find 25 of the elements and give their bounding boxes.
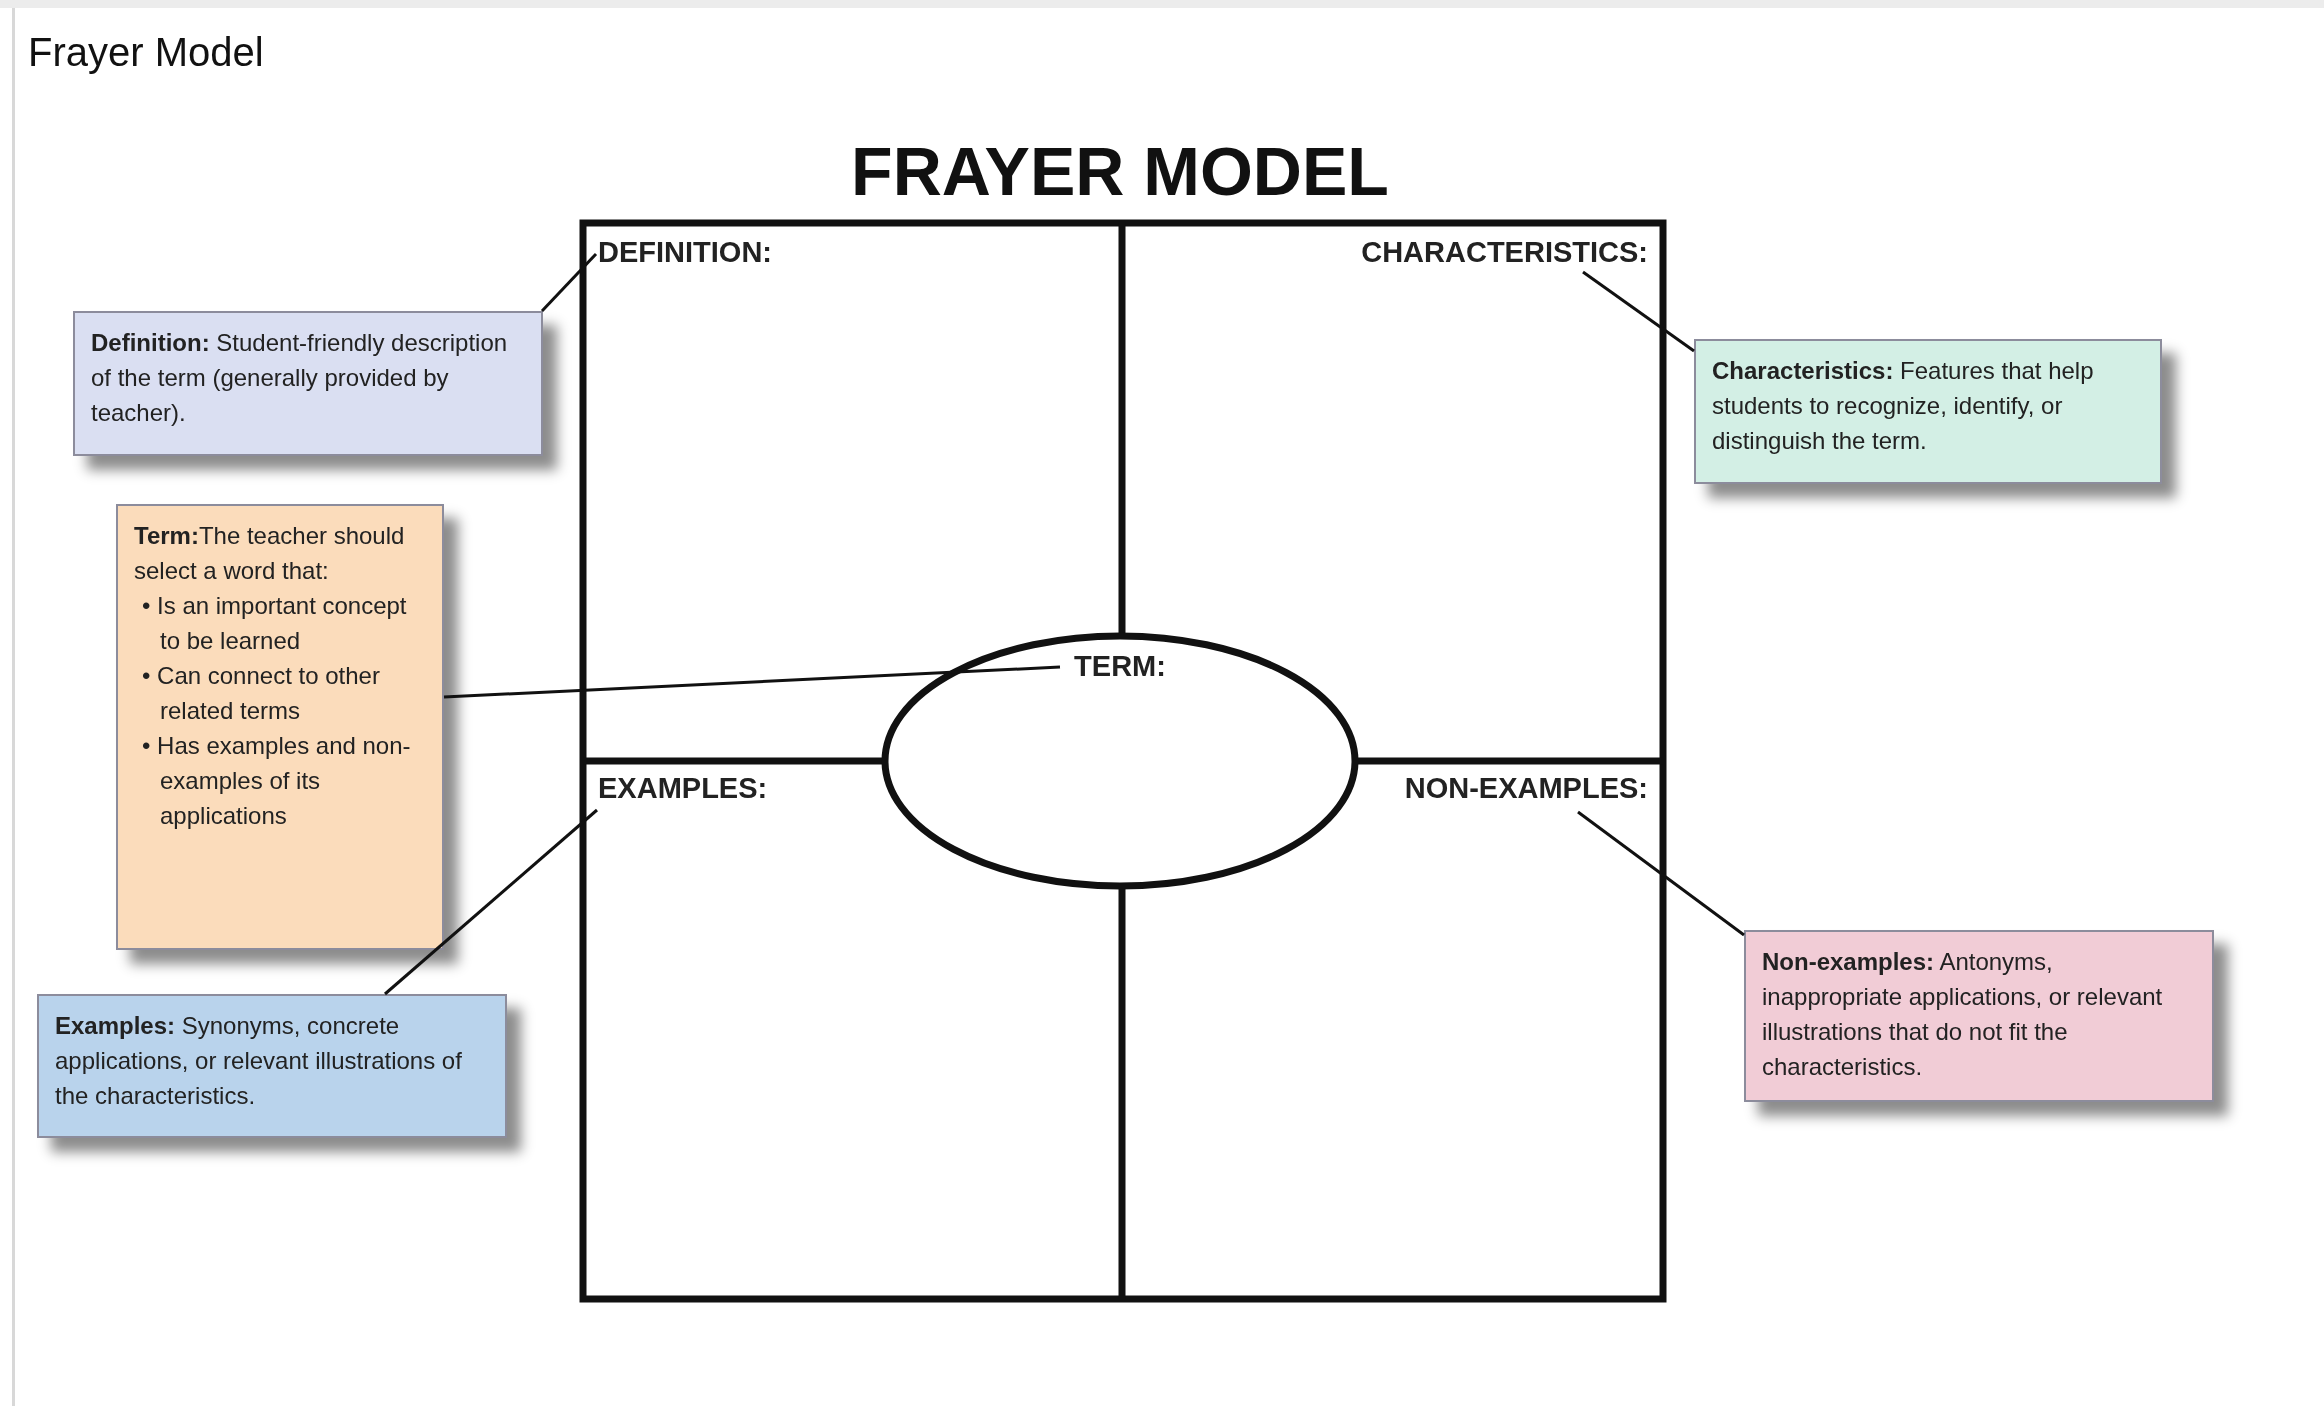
quadrant-label: EXAMPLES:	[598, 772, 798, 808]
bullet-item: • Is an important concept to be learned	[141, 591, 408, 656]
term-ellipse	[881, 632, 1359, 890]
leader-line	[540, 252, 598, 313]
callout-text: Term:The teacher should select a word that:	[134, 521, 406, 586]
characteristics-callout	[1694, 339, 2162, 484]
bullet-item: • Has examples and non-examples of its applications	[141, 731, 412, 831]
page-heading: Frayer Model	[28, 30, 264, 75]
quadrant-label: NON-EXAMPLES:	[1368, 772, 1648, 808]
examples-callout	[37, 994, 507, 1138]
callout-text: Definition: Student-friendly description of the term (generally provided by teacher).	[91, 328, 509, 428]
quadrant-label: CHARACTERISTICS:	[1318, 236, 1648, 272]
callout-text: Examples: Synonyms, concrete applications, or relevant illustrations of the characteristics.	[55, 1011, 463, 1111]
callout-text: Characteristics: Features that help students to recognize, identify, or distinguish the term.	[1712, 356, 2095, 456]
non-examples-callout	[1744, 930, 2214, 1102]
quadrant-label: DEFINITION:	[598, 236, 798, 272]
term-label: TERM:	[1073, 650, 1167, 683]
definition-callout	[73, 311, 543, 456]
diagram-title: FRAYER MODEL	[850, 132, 1390, 210]
callout-text: Non-examples: Antonyms, inappropriate applications, or relevant illustrations that do not fit the characteristics.	[1762, 947, 2164, 1082]
term-callout	[116, 504, 444, 950]
leader-line	[1582, 270, 1695, 353]
leader-line	[1577, 810, 1745, 937]
leader-line	[443, 665, 1061, 699]
bullet-item: • Can connect to other related terms	[141, 661, 381, 726]
